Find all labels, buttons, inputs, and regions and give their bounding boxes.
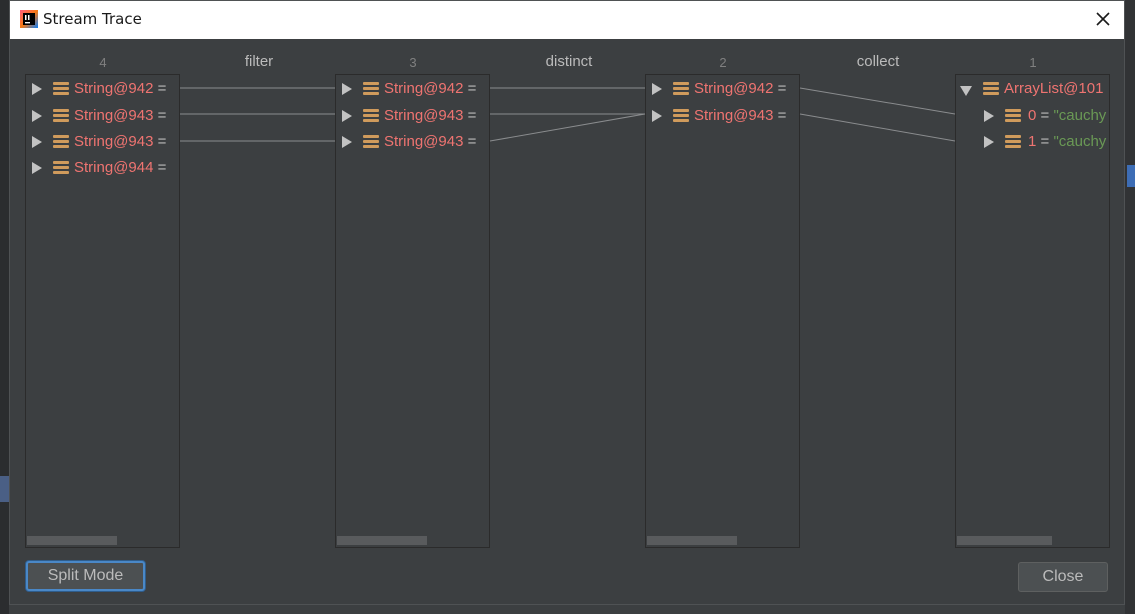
object-icon [53, 135, 69, 149]
trace-column-2[interactable]: String@942 = String@943 = [645, 74, 800, 548]
string-value: "cauchy [1053, 107, 1107, 124]
object-reference: String@943 [694, 107, 774, 124]
background-ide-marker [0, 476, 9, 502]
object-reference: String@943 [384, 107, 464, 124]
trace-column-1[interactable]: ArrayList@101 0 = "cauchy 1 = "cauchy [955, 74, 1110, 548]
equals-sign: = [157, 80, 167, 97]
object-reference: String@942 [384, 80, 464, 97]
equals-sign: = [157, 107, 167, 124]
background-ide-left-edge [0, 0, 9, 614]
intellij-idea-icon [20, 10, 38, 28]
trace-column-3[interactable]: String@942 = String@943 = String@943 = [335, 74, 490, 548]
expand-arrow-icon[interactable] [32, 136, 42, 148]
expand-arrow-icon[interactable] [32, 110, 42, 122]
string-value: "cauchy [1053, 133, 1107, 150]
expand-arrow-icon[interactable] [342, 83, 352, 95]
horizontal-scrollbar[interactable] [647, 536, 737, 545]
equals-sign: = [467, 133, 477, 150]
equals-sign: = [157, 133, 167, 150]
object-icon [53, 82, 69, 96]
close-icon[interactable] [1094, 10, 1112, 28]
expand-arrow-icon[interactable] [652, 110, 662, 122]
operation-label-distinct: distinct [545, 53, 593, 70]
dialog-title: Stream Trace [43, 10, 142, 28]
object-reference: String@942 [74, 80, 154, 97]
equals-sign: = [467, 107, 477, 124]
object-icon [363, 82, 379, 96]
collapse-arrow-icon[interactable] [960, 86, 972, 96]
object-reference: String@944 [74, 159, 154, 176]
equals-sign: = [777, 107, 787, 124]
object-icon [673, 82, 689, 96]
object-reference: String@942 [694, 80, 774, 97]
object-reference: ArrayList@101 [1004, 80, 1104, 97]
equals-sign: = [157, 159, 167, 176]
column-number: 2 [719, 55, 727, 70]
expand-arrow-icon[interactable] [342, 136, 352, 148]
object-reference: String@943 [74, 133, 154, 150]
horizontal-scrollbar[interactable] [957, 536, 1052, 545]
horizontal-scrollbar[interactable] [337, 536, 427, 545]
object-reference: String@943 [74, 107, 154, 124]
title-bar[interactable]: Stream Trace [10, 1, 1124, 39]
object-icon [53, 161, 69, 175]
operation-label-filter: filter [244, 53, 274, 70]
horizontal-scrollbar[interactable] [27, 536, 117, 545]
equals-sign: = [467, 80, 477, 97]
object-icon [53, 109, 69, 123]
operation-label-collect: collect [856, 53, 900, 70]
object-icon [1005, 109, 1021, 123]
equals-sign: = [1040, 133, 1050, 150]
column-number: 4 [99, 55, 107, 70]
element-index: 0 [1028, 107, 1037, 124]
column-number: 1 [1029, 55, 1037, 70]
element-index: 1 [1028, 133, 1037, 150]
split-mode-button[interactable]: Split Mode [26, 561, 145, 591]
object-icon [983, 82, 999, 96]
background-ide-marker [1127, 165, 1135, 187]
object-icon [363, 109, 379, 123]
expand-arrow-icon[interactable] [342, 110, 352, 122]
background-ide-right-edge [1125, 0, 1135, 614]
column-number: 3 [409, 55, 417, 70]
object-icon [363, 135, 379, 149]
object-icon [1005, 135, 1021, 149]
object-icon [673, 109, 689, 123]
expand-arrow-icon[interactable] [984, 110, 994, 122]
trace-column-4[interactable]: String@942 = String@943 = String@943 = S… [25, 74, 180, 548]
equals-sign: = [1040, 107, 1050, 124]
equals-sign: = [777, 80, 787, 97]
expand-arrow-icon[interactable] [984, 136, 994, 148]
expand-arrow-icon[interactable] [652, 83, 662, 95]
expand-arrow-icon[interactable] [32, 83, 42, 95]
object-reference: String@943 [384, 133, 464, 150]
close-button[interactable]: Close [1018, 562, 1108, 592]
expand-arrow-icon[interactable] [32, 162, 42, 174]
